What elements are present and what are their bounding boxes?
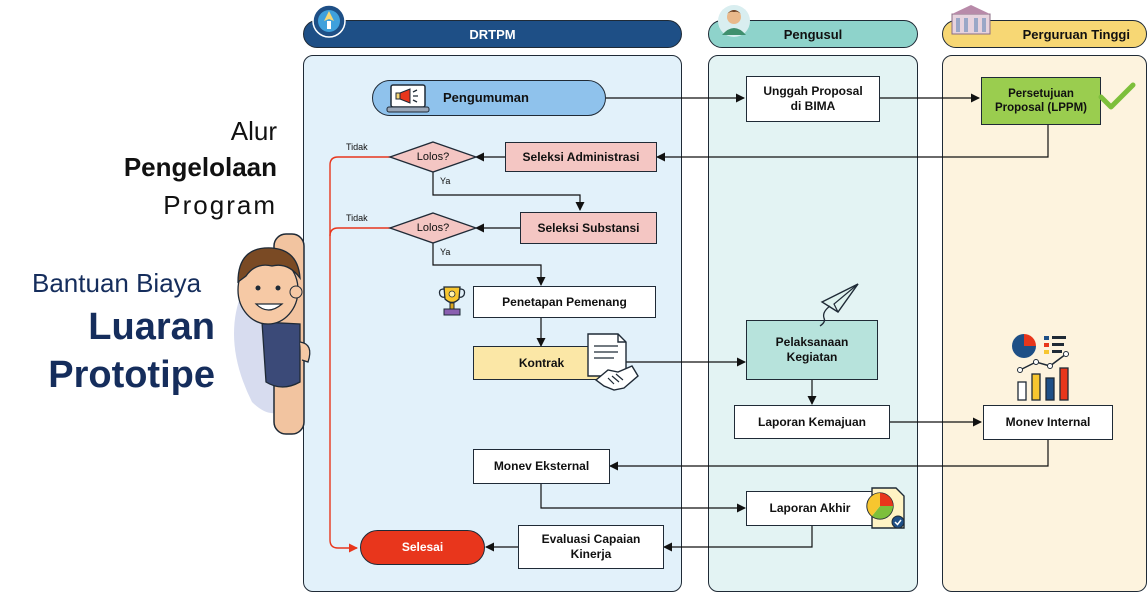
node-seleksi-administrasi-label: Seleksi Administrasi — [522, 149, 640, 164]
node-seleksi-administrasi: Seleksi Administrasi — [505, 142, 657, 172]
contract-handshake-icon — [587, 333, 639, 391]
node-persetujuan-proposal: Persetujuan Proposal (LPPM) — [981, 77, 1101, 125]
node-monev-internal: Monev Internal — [983, 405, 1113, 440]
node-monev-eksternal-label: Monev Eksternal — [493, 459, 590, 473]
lane-header-pengusul-label: Pengusul — [783, 26, 843, 42]
title-alur: Alur — [230, 116, 277, 146]
arrow-monev-internal-to-monev-eksternal — [609, 440, 1049, 471]
node-pelaksanaan-line1: Pelaksanaan — [775, 335, 849, 349]
node-unggah-line1: Unggah Proposal — [763, 84, 863, 98]
decision-lolos-2 — [388, 212, 478, 244]
checkmark-icon — [1098, 82, 1136, 110]
megaphone-laptop-icon — [386, 84, 430, 113]
node-persetujuan-line2: Proposal (LPPM) — [994, 102, 1087, 114]
node-penetapan-pemenang-label: Penetapan Pemenang — [502, 294, 627, 309]
lane-header-drtpm: DRTPM — [303, 20, 682, 48]
node-unggah-line2: di BIMA — [790, 99, 836, 113]
label-ya-2: Ya — [440, 247, 451, 257]
paper-plane-icon — [819, 283, 859, 327]
lane-header-perguruan-tinggi-label: Perguruan Tinggi — [1022, 26, 1130, 42]
node-kontrak: Kontrak — [473, 346, 610, 380]
node-laporan-akhir: Laporan Akhir — [746, 491, 874, 526]
lane-header-perguruan-tinggi: Perguruan Tinggi — [942, 20, 1147, 48]
analytics-chart-icon — [1012, 334, 1069, 401]
decision-lolos-2-label: Lolos? — [416, 222, 450, 234]
node-monev-internal-label: Monev Internal — [1005, 415, 1091, 429]
arrow-persetujuan-to-seleksi-admin — [656, 125, 1049, 162]
node-pelaksanaan-line2: Kegiatan — [786, 350, 838, 364]
node-persetujuan-line1: Persetujuan — [1008, 87, 1074, 100]
user-avatar-icon — [718, 5, 750, 37]
decision-lolos-1 — [388, 141, 478, 173]
node-laporan-kemajuan-label: Laporan Kemajuan — [757, 414, 867, 429]
lane-header-drtpm-label: DRTPM — [469, 26, 516, 42]
node-pelaksanaan-kegiatan: Pelaksanaan Kegiatan — [746, 320, 878, 380]
person-mascot-illustration — [234, 233, 311, 435]
tutwuri-logo-icon — [312, 4, 346, 38]
node-selesai-label: Selesai — [401, 540, 444, 554]
label-ya-1: Ya — [440, 176, 451, 186]
node-evaluasi-line2: Kinerja — [570, 547, 612, 561]
reject-path-lolos1 — [329, 156, 393, 553]
title-bantuan-biaya: Bantuan Biaya — [32, 268, 202, 298]
node-monev-eksternal: Monev Eksternal — [473, 449, 610, 484]
chart-report-icon — [866, 487, 905, 529]
node-seleksi-substansi-label: Seleksi Substansi — [537, 220, 640, 235]
arrow-lolos2-ya — [432, 243, 546, 286]
node-laporan-kemajuan: Laporan Kemajuan — [734, 405, 890, 439]
label-tidak-1: Tidak — [346, 142, 368, 152]
title-program: Program — [163, 190, 277, 220]
title-pengelolaan: Pengelolaan — [123, 152, 277, 182]
reject-path-lolos2 — [329, 227, 393, 237]
trophy-icon — [438, 286, 466, 316]
node-laporan-akhir-label: Laporan Akhir — [769, 501, 851, 515]
arrow-monev-eksternal-to-laporan-akhir — [540, 484, 746, 513]
node-selesai: Selesai — [360, 530, 485, 565]
label-tidak-2: Tidak — [346, 213, 368, 223]
node-penetapan-pemenang: Penetapan Pemenang — [473, 286, 656, 318]
campus-building-icon — [951, 5, 991, 35]
node-pengumuman-label: Pengumuman — [443, 89, 529, 105]
title-prototipe: Prototipe — [48, 354, 215, 396]
node-unggah-proposal: Unggah Proposal di BIMA — [746, 76, 880, 122]
decision-lolos-1-label: Lolos? — [416, 151, 450, 163]
node-kontrak-label: Kontrak — [518, 355, 565, 370]
arrow-laporan-akhir-to-evaluasi — [663, 526, 813, 552]
node-evaluasi-capaian-kinerja: Evaluasi Capaian Kinerja — [518, 525, 664, 569]
node-evaluasi-line1: Evaluasi Capaian — [541, 532, 641, 546]
title-luaran: Luaran — [88, 306, 215, 348]
node-seleksi-substansi: Seleksi Substansi — [520, 212, 657, 244]
arrow-lolos1-ya — [432, 172, 585, 211]
